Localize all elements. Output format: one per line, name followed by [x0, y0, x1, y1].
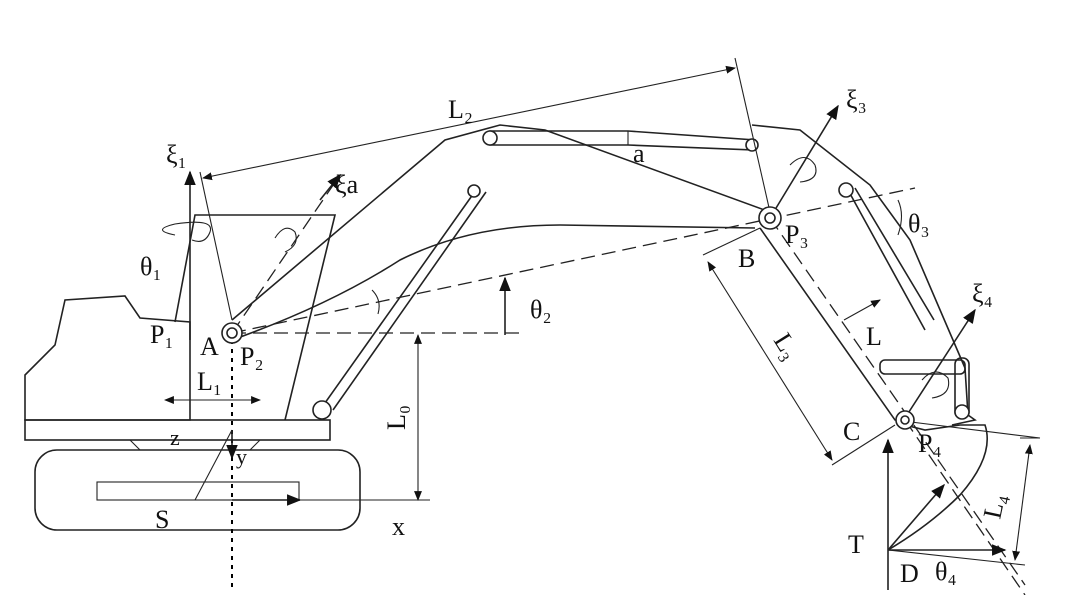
label-y: y — [236, 444, 247, 469]
bucket-shell — [887, 424, 988, 551]
L4-dimension — [1012, 444, 1033, 561]
stick-cylinder-body — [489, 130, 756, 151]
bucket-diagonal-arrow — [887, 483, 945, 551]
xi3-rotation — [789, 156, 817, 183]
stick-outer-edge — [751, 124, 977, 426]
label-L2: L₂ — [448, 95, 473, 124]
xi3-axis — [769, 104, 839, 219]
stick-axis-BC — [769, 217, 1026, 586]
label-xi4: ξ₄ — [972, 279, 993, 308]
xi4-axis — [904, 308, 976, 419]
reference-lines — [231, 187, 1026, 595]
cab-body — [24, 295, 191, 421]
label-C: C — [843, 417, 860, 446]
labels: ξ₁ ξa θ₁ L₂ a ξ₃ P₃ B θ₃ θ₂ P₁ A P₂ L₁ L… — [140, 85, 1011, 588]
label-D: D — [900, 559, 919, 588]
label-P1: P₁ — [150, 320, 174, 349]
theta2-arc — [371, 289, 380, 315]
joint-axes — [161, 104, 1007, 556]
L-arrow — [843, 299, 881, 321]
boom-lower-edge — [231, 224, 756, 341]
L2-ext-line — [734, 57, 771, 213]
stick-arm — [751, 124, 977, 426]
theta1-rotation — [161, 221, 212, 242]
label-xi3: ξ₃ — [846, 85, 867, 114]
label-P4: P₄ — [918, 429, 942, 458]
label-P3: P₃ — [785, 220, 809, 249]
label-P2: P₂ — [240, 342, 264, 371]
label-theta1: θ₁ — [140, 252, 162, 281]
label-S: S — [155, 505, 169, 534]
bucket-axis — [904, 419, 1026, 595]
track-frame — [96, 481, 300, 501]
boom-axis-AB — [231, 187, 916, 334]
bucket-cylinder-line — [847, 189, 926, 331]
label-a-top: a — [633, 139, 645, 168]
label-xi1: ξ₁ — [166, 140, 187, 169]
label-A: A — [200, 332, 219, 361]
label-theta2: θ₂ — [530, 295, 552, 324]
stick-cylinder — [482, 130, 759, 152]
boom — [231, 124, 771, 420]
track-outline — [34, 449, 361, 531]
L2-dimension — [202, 65, 736, 181]
boom-upper-edge — [231, 124, 771, 321]
label-L1: L₁ — [197, 367, 222, 396]
stick-inner-edge — [759, 227, 905, 421]
y-axis-line — [194, 429, 233, 501]
xi4-rotation — [921, 371, 950, 399]
bucket-linkage — [879, 359, 966, 375]
label-L: L — [866, 322, 882, 351]
label-T: T — [848, 530, 864, 559]
upper-carriage — [24, 214, 337, 441]
label-L3: L₃ — [768, 328, 806, 365]
label-B: B — [738, 244, 755, 273]
label-z: z — [170, 425, 180, 450]
xia-axis — [231, 174, 341, 334]
theta3-arc — [897, 199, 903, 236]
L3-dimension — [707, 261, 833, 461]
label-L0: L₀ — [382, 405, 411, 430]
track-links — [129, 439, 261, 451]
track-assembly — [34, 439, 361, 531]
joints — [221, 206, 915, 430]
boom-cylinder-pin — [312, 400, 332, 420]
dimension-lines — [164, 57, 1040, 561]
xia-rotation — [274, 227, 297, 253]
label-theta3: θ₃ — [908, 209, 930, 238]
label-x: x — [392, 512, 405, 541]
label-L4: L₄ — [978, 491, 1012, 521]
boom-cylinder-rod — [319, 189, 477, 411]
bucket-top-line — [894, 419, 1041, 439]
label-theta4: θ₄ — [935, 557, 957, 586]
boom-cylinder-top-pin — [467, 184, 481, 198]
label-xia: ξa — [335, 170, 359, 199]
boom-mount-frame — [174, 214, 337, 421]
